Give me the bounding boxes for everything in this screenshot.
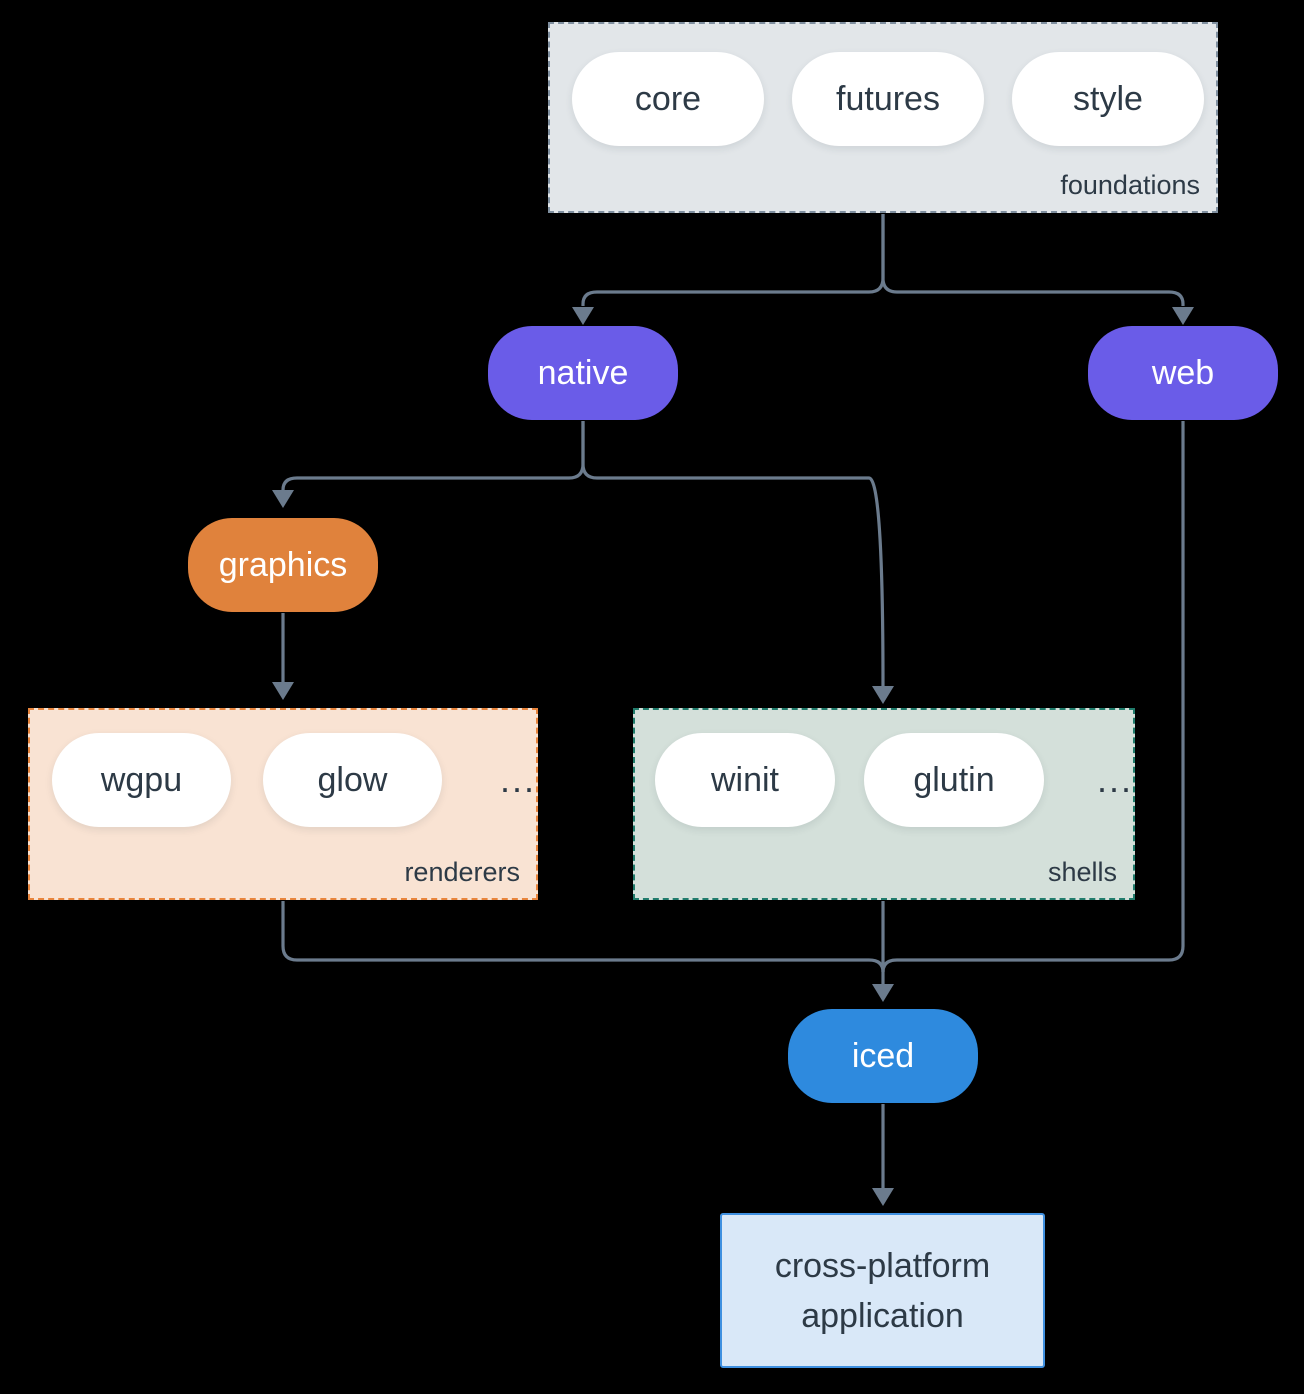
app-box-line2: application [801, 1296, 964, 1335]
node-native-label: native [537, 353, 629, 392]
pill-glutin-label: glutin [913, 760, 995, 799]
foundations-group: core futures style foundations [548, 22, 1218, 213]
node-web-label: web [1151, 353, 1215, 392]
node-graphics: graphics [188, 518, 378, 612]
node-iced-label: iced [851, 1036, 915, 1075]
shells-pill-row: winit glutin ... [635, 710, 1133, 827]
foundations-pill-row: core futures style [550, 24, 1216, 146]
renderers-group: wgpu glow ... renderers [28, 708, 538, 900]
edge-renderers-to-iced [281, 901, 885, 973]
pill-futures-label: futures [836, 79, 940, 118]
renderers-ellipsis: ... [499, 759, 536, 800]
node-web: web [1088, 326, 1278, 420]
arrowhead-native [572, 307, 594, 325]
arrowhead-graphics [272, 490, 294, 508]
arrowhead-iced [872, 984, 894, 1002]
arrowhead-shells [872, 686, 894, 704]
edge-foundations-to-native [581, 214, 885, 306]
cross-platform-application-box: cross-platform application [720, 1213, 1045, 1368]
pill-winit: winit [655, 733, 835, 827]
pill-futures: futures [792, 52, 984, 146]
foundations-group-label: foundations [1060, 170, 1200, 200]
pill-core: core [572, 52, 764, 146]
arrowhead-web [1172, 307, 1194, 325]
pill-glow-label: glow [317, 760, 388, 799]
edge-web-to-iced [881, 421, 1185, 973]
pill-glutin: glutin [863, 733, 1044, 827]
app-box-line1: cross-platform [774, 1246, 991, 1285]
renderers-group-label: renderers [404, 857, 520, 887]
shells-ellipsis: ... [1096, 759, 1133, 800]
pill-style-label: style [1073, 79, 1143, 118]
arrowhead-renderers [272, 682, 294, 700]
pill-winit-label: winit [710, 760, 779, 799]
pill-style: style [1012, 52, 1204, 146]
renderers-pill-row: wgpu glow ... [30, 710, 536, 827]
pill-glow: glow [262, 733, 442, 827]
pill-wgpu: wgpu [52, 733, 231, 827]
node-native: native [488, 326, 678, 420]
arrowhead-application [872, 1188, 894, 1206]
pill-core-label: core [634, 79, 702, 118]
node-iced: iced [788, 1009, 978, 1103]
node-graphics-label: graphics [218, 545, 348, 584]
edge-native-to-graphics [281, 421, 585, 491]
pill-wgpu-label: wgpu [100, 760, 183, 799]
shells-group: winit glutin ... shells [633, 708, 1135, 900]
edge-native-to-shells [581, 421, 885, 688]
edge-foundations-to-web [881, 214, 1185, 306]
shells-group-label: shells [1047, 857, 1117, 887]
